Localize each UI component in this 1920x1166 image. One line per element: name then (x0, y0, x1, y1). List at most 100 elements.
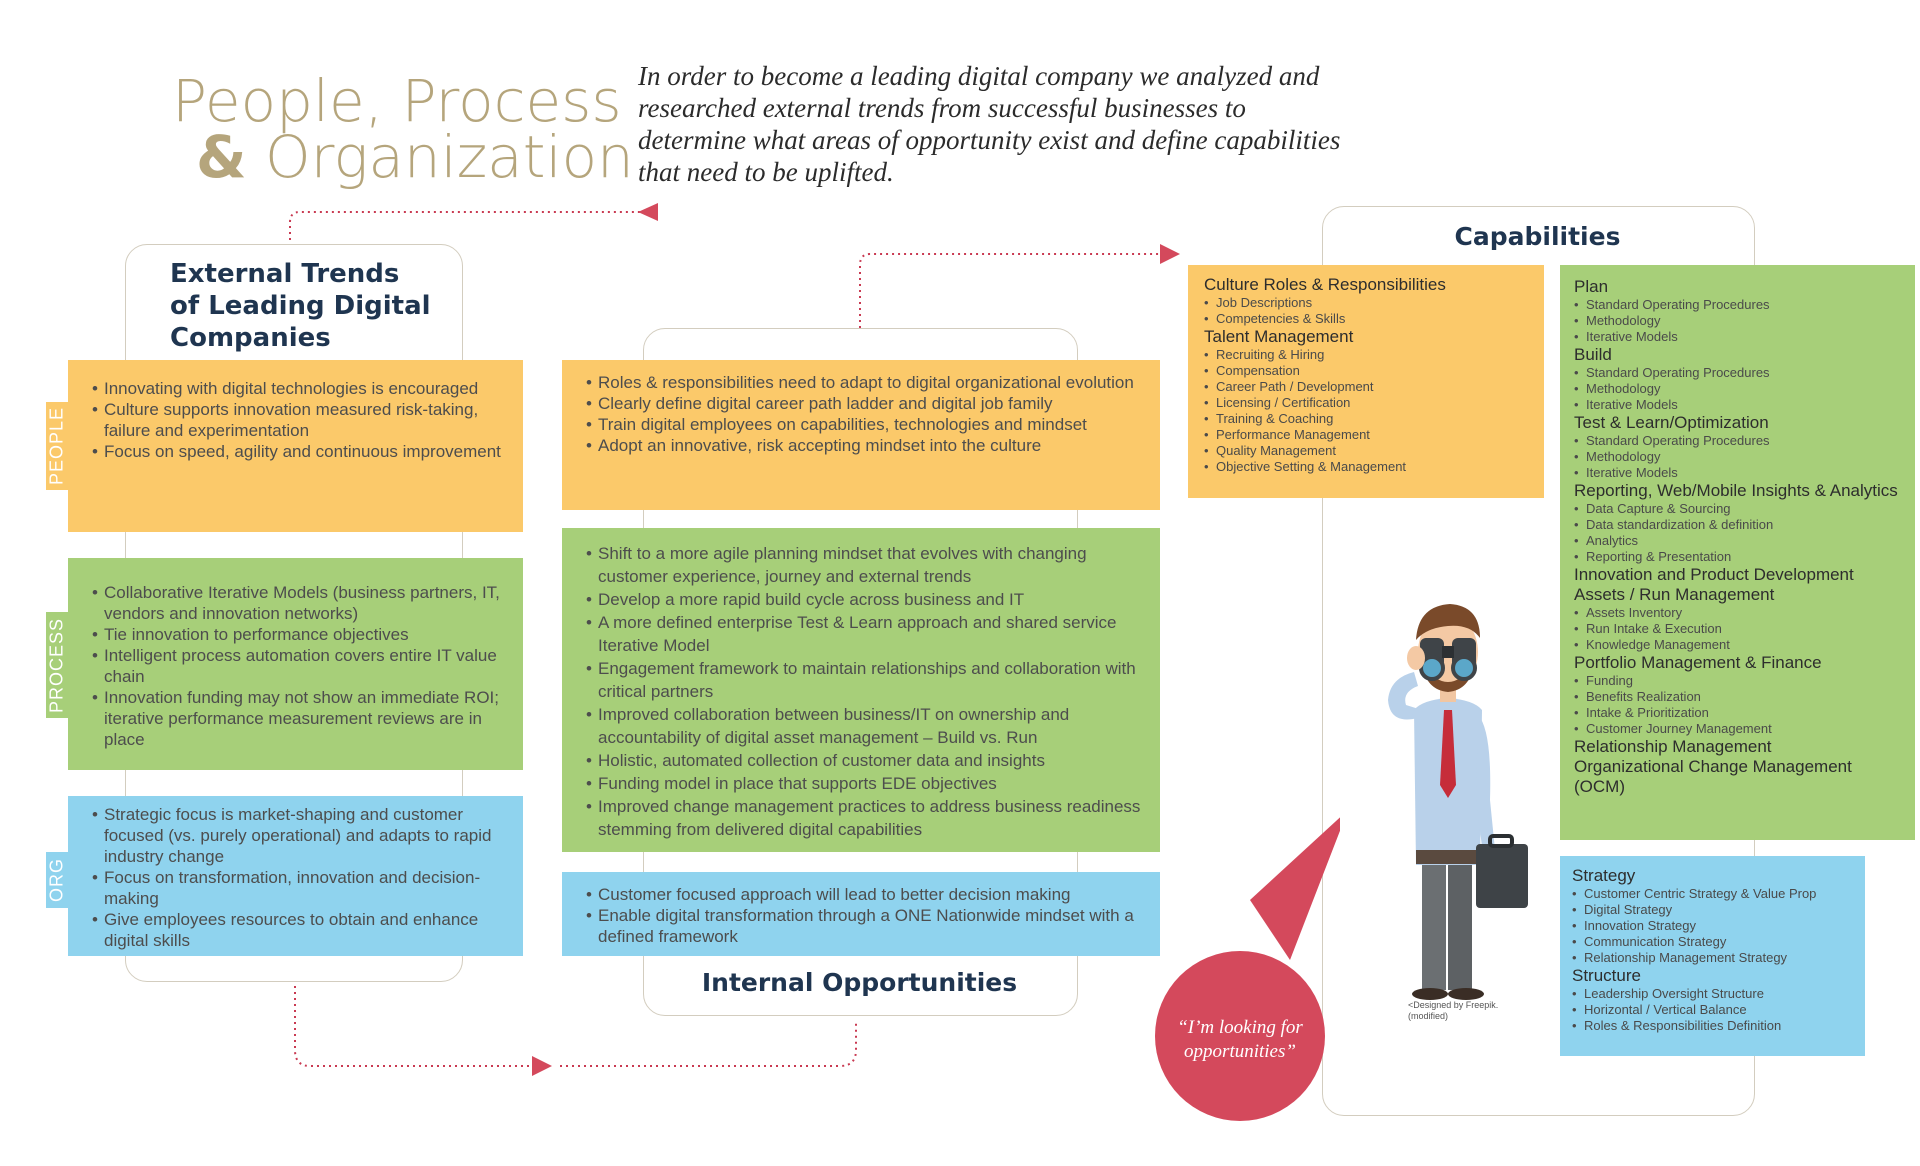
hand (1407, 646, 1425, 670)
list-item: Licensing / Certification (1204, 395, 1534, 411)
external-process-list: Collaborative Iterative Models (business… (92, 582, 507, 750)
list-item: Relationship Management Strategy (1572, 950, 1857, 966)
intro-text: In order to become a leading digital com… (638, 61, 1341, 187)
page-title-line-1: People, Process (172, 67, 622, 135)
external-people-list: Innovating with digital technologies is … (92, 378, 507, 462)
title-organization: Organization (265, 123, 634, 191)
arrow-head-internal (532, 1056, 552, 1076)
list-item: Funding model in place that supports EDE… (586, 772, 1142, 795)
list-item: Iterative Models (1574, 329, 1905, 345)
list-item: Data Capture & Sourcing (1574, 501, 1905, 517)
left-arm (1388, 672, 1422, 720)
list-item: Horizontal / Vertical Balance (1572, 1002, 1857, 1018)
list-item: Methodology (1574, 313, 1905, 329)
cap-process-title: Plan (1574, 277, 1609, 296)
credit-line-1: <Designed by Freepik. (1408, 1000, 1499, 1010)
left-leg (1422, 860, 1446, 990)
list-item: Culture supports innovation measured ris… (92, 399, 507, 441)
cap-org-title: Structure (1572, 966, 1641, 985)
briefcase-icon (1476, 844, 1528, 908)
list-item: Data standardization & definition (1574, 517, 1905, 533)
list-item: Analytics (1574, 533, 1905, 549)
external-people-box: Innovating with digital technologies is … (68, 360, 523, 532)
cap-process-title: Portfolio Management & Finance (1574, 653, 1822, 672)
list-item: Focus on transformation, innovation and … (92, 867, 507, 909)
list-item: Train digital employees on capabilities,… (586, 414, 1142, 435)
external-org-list: Strategic focus is market-shaping and cu… (92, 804, 507, 951)
list-item: Innovation funding may not show an immed… (92, 687, 507, 750)
briefcase-handle (1488, 834, 1514, 848)
list-item: Standard Operating Procedures (1574, 433, 1905, 449)
list-item: Leadership Oversight Structure (1572, 986, 1857, 1002)
list-item: Methodology (1574, 381, 1905, 397)
speech-bubble-text: “I’m looking for opportunities” (1177, 1017, 1303, 1062)
capabilities-heading: Capabilities (1454, 222, 1621, 251)
list-item: Quality Management (1204, 443, 1534, 459)
internal-org-list: Customer focused approach will lead to b… (586, 884, 1142, 947)
list-item: Assets Inventory (1574, 605, 1905, 621)
binocular-lens-right (1451, 655, 1477, 681)
cap-process-title: Innovation and Product Development (1574, 565, 1854, 584)
list-item: Funding (1574, 673, 1905, 689)
credit-line-2: (modified) (1408, 1011, 1449, 1021)
list-item: Communication Strategy (1572, 934, 1857, 950)
belt (1416, 850, 1480, 864)
list-item: Intake & Prioritization (1574, 705, 1905, 721)
capabilities-org-box: Strategy Customer Centric Strategy & Val… (1560, 856, 1865, 1056)
list-item: Customer Centric Strategy & Value Prop (1572, 886, 1857, 902)
tie (1440, 710, 1456, 798)
list-item: Improved change management practices to … (586, 795, 1142, 841)
list-item: A more defined enterprise Test & Learn a… (586, 611, 1142, 657)
arrow-head-capabilities (1160, 244, 1180, 264)
list-item: Innovation Strategy (1572, 918, 1857, 934)
list-item: Customer Journey Management (1574, 721, 1905, 737)
list-item: Give employees resources to obtain and e… (92, 909, 507, 951)
list-item: Knowledge Management (1574, 637, 1905, 653)
list-item: Develop a more rapid build cycle across … (586, 588, 1142, 611)
cap-process-title: Reporting, Web/Mobile Insights & Analyti… (1574, 481, 1898, 500)
org-tag: ORG (46, 852, 68, 908)
list-item: Intelligent process automation covers en… (92, 645, 507, 687)
cap-process-list: Standard Operating Procedures Methodolog… (1574, 297, 1905, 345)
list-item: Iterative Models (1574, 465, 1905, 481)
external-process-box: Collaborative Iterative Models (business… (68, 558, 523, 770)
right-leg (1448, 860, 1472, 990)
cap-process-title: Build (1574, 345, 1612, 364)
list-item: Adopt an innovative, risk accepting mind… (586, 435, 1142, 456)
list-item: Focus on speed, agility and continuous i… (92, 441, 507, 462)
list-item: Collaborative Iterative Models (business… (92, 582, 507, 624)
list-item: Objective Setting & Management (1204, 459, 1534, 475)
external-trends-heading: External Trends of Leading Digital Compa… (170, 258, 431, 354)
list-item: Innovating with digital technologies is … (92, 378, 507, 399)
page-title-line-2: & Organization (196, 128, 634, 186)
list-item: Strategic focus is market-shaping and cu… (92, 804, 507, 867)
cap-process-list: Assets Inventory Run Intake & Execution … (1574, 605, 1905, 653)
cap-people-list-2: Recruiting & Hiring Compensation Career … (1204, 347, 1534, 475)
people-tag: PEOPLE (46, 402, 68, 490)
left-shoe (1412, 988, 1448, 1000)
binocular-lens-left (1419, 655, 1445, 681)
list-item: Holistic, automated collection of custom… (586, 749, 1142, 772)
list-item: Tie innovation to performance objectives (92, 624, 507, 645)
speech-bubble-circle (1155, 951, 1325, 1121)
list-item: Recruiting & Hiring (1204, 347, 1534, 363)
list-item: Engagement framework to maintain relatio… (586, 657, 1142, 703)
list-item: Standard Operating Procedures (1574, 297, 1905, 313)
list-item: Benefits Realization (1574, 689, 1905, 705)
cap-process-list: Standard Operating Procedures Methodolog… (1574, 365, 1905, 413)
cap-process-title: Relationship Management (1574, 737, 1772, 756)
list-item: Clearly define digital career path ladde… (586, 393, 1142, 414)
list-item: Enable digital transformation through a … (586, 905, 1142, 947)
external-heading-line-2: of Leading Digital (170, 291, 431, 321)
cap-process-list: Standard Operating Procedures Methodolog… (1574, 433, 1905, 481)
right-arm (1476, 715, 1496, 862)
list-item: Customer focused approach will lead to b… (586, 884, 1142, 905)
list-item: Competencies & Skills (1204, 311, 1534, 327)
list-item: Roles & responsibilities need to adapt t… (586, 372, 1142, 393)
cap-process-list: Data Capture & Sourcing Data standardiza… (1574, 501, 1905, 565)
list-item: Job Descriptions (1204, 295, 1534, 311)
external-heading-line-3: Companies (170, 323, 331, 353)
list-item: Compensation (1204, 363, 1534, 379)
connector-title-to-intro (289, 211, 640, 240)
hair (1416, 604, 1480, 640)
